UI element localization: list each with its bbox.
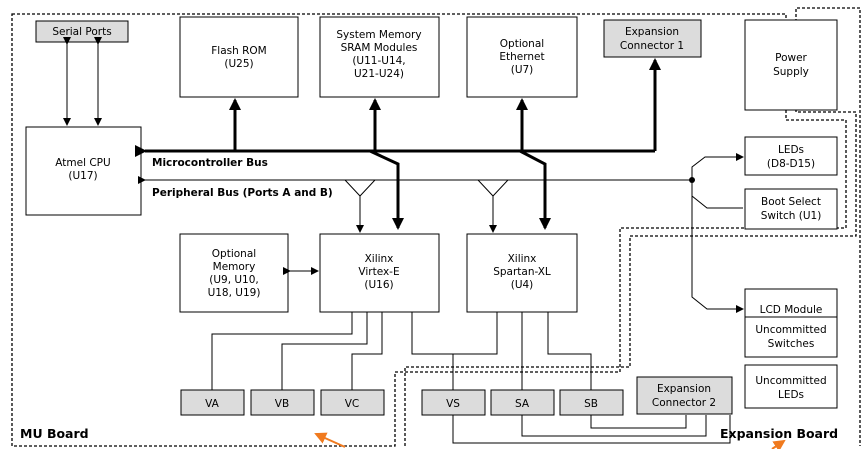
vs-connector: VS <box>421 389 486 416</box>
power-supply-line1: Power <box>775 52 807 64</box>
serial-ports-box: Serial Ports <box>35 20 129 43</box>
sa-label: SA <box>515 398 530 410</box>
system-memory-line4: U21-U24) <box>354 68 404 80</box>
leds-box: LEDs (D8-D15) <box>744 136 838 176</box>
boot-select-box: Boot Select Switch (U1) <box>744 188 838 230</box>
exp-conn2-line1: Expansion <box>657 383 711 395</box>
unc-switches-line1: Uncommitted <box>755 324 826 336</box>
opt-memory-line1: Optional <box>212 248 256 260</box>
opt-memory-line3: (U9, U10, <box>209 274 259 286</box>
system-memory-box: System Memory SRAM Modules (U11-U14, U21… <box>319 16 440 98</box>
expansion-connector-1-box: Expansion Connector 1 <box>603 19 702 58</box>
optional-ethernet-box: Optional Ethernet (U7) <box>466 16 578 98</box>
fpga-connector-wires <box>211 312 731 444</box>
leds-ref: (D8-D15) <box>767 158 815 170</box>
sa-connector: SA <box>490 389 555 416</box>
xilinx-virtex-box: Xilinx Virtex-E (U16) <box>319 233 440 313</box>
virtex-line2: Virtex-E <box>358 266 399 278</box>
ethernet-line2: Ethernet <box>499 51 544 63</box>
spartan-line2: Spartan-XL <box>493 266 551 278</box>
microcontroller-bus-label: Microcontroller Bus <box>152 157 268 169</box>
lcd-module-label: LCD Module <box>760 304 823 316</box>
flash-rom-label: Flash ROM <box>211 45 266 57</box>
expansion-board-boundary <box>404 7 861 446</box>
spartan-line3: (U4) <box>511 279 534 291</box>
expansion-board-label: Expansion Board <box>720 426 838 441</box>
virtex-line1: Xilinx <box>365 253 394 265</box>
power-supply-box: Power Supply <box>744 19 838 111</box>
flash-rom-box: Flash ROM (U25) <box>179 16 299 98</box>
system-memory-line3: (U11-U14, <box>352 55 405 67</box>
bus-junction-dot <box>689 177 695 183</box>
ethernet-line3: (U7) <box>511 64 534 76</box>
opt-memory-line4: U18, U19) <box>208 287 261 299</box>
unc-leds-line1: Uncommitted <box>755 375 826 387</box>
opt-memory-line2: Memory <box>213 261 256 273</box>
uncommitted-leds-box: Uncommitted LEDs <box>744 364 838 409</box>
vb-label: VB <box>275 398 289 410</box>
serial-links <box>63 37 102 126</box>
boot-select-line2: Switch (U1) <box>761 210 822 222</box>
virtex-line3: (U16) <box>364 279 393 291</box>
exp-conn1-line2: Connector 1 <box>620 40 684 52</box>
serial-ports-label: Serial Ports <box>52 26 111 38</box>
sb-label: SB <box>584 398 598 410</box>
exp-conn2-line2: Connector 2 <box>652 397 716 409</box>
annotation-arrow-expansion <box>771 439 786 449</box>
sb-connector: SB <box>559 389 624 416</box>
atmel-cpu-label: Atmel CPU <box>55 157 110 169</box>
atmel-cpu-ref: (U17) <box>68 170 97 182</box>
system-memory-line2: SRAM Modules <box>341 42 418 54</box>
system-memory-line1: System Memory <box>336 29 421 41</box>
annotation-arrow-mu <box>314 432 346 448</box>
flash-rom-ref: (U25) <box>224 58 253 70</box>
spartan-line1: Xilinx <box>508 253 537 265</box>
unc-leds-line2: LEDs <box>778 389 804 401</box>
xilinx-spartan-box: Xilinx Spartan-XL (U4) <box>466 233 578 313</box>
peripheral-bus <box>138 153 744 313</box>
va-label: VA <box>205 398 220 410</box>
atmel-cpu-box: Atmel CPU (U17) <box>25 126 142 216</box>
vc-connector: VC <box>320 389 385 416</box>
power-supply-line2: Supply <box>773 66 809 78</box>
va-connector: VA <box>180 389 245 416</box>
vs-label: VS <box>446 398 460 410</box>
mu-board-label: MU Board <box>20 426 89 441</box>
vc-label: VC <box>345 398 360 410</box>
unc-switches-line2: Switches <box>768 338 815 350</box>
uncommitted-switches-box: Uncommitted Switches <box>744 316 838 358</box>
ethernet-line1: Optional <box>500 38 544 50</box>
leds-label: LEDs <box>778 144 804 156</box>
vb-connector: VB <box>250 389 315 416</box>
peripheral-bus-label: Peripheral Bus (Ports A and B) <box>152 187 333 199</box>
expansion-connector-2-box: Expansion Connector 2 <box>636 376 733 415</box>
microcontroller-bus <box>135 58 661 230</box>
boot-select-line1: Boot Select <box>761 196 821 208</box>
exp-conn1-line1: Expansion <box>625 26 679 38</box>
optional-memory-box: Optional Memory (U9, U10, U18, U19) <box>179 233 289 313</box>
